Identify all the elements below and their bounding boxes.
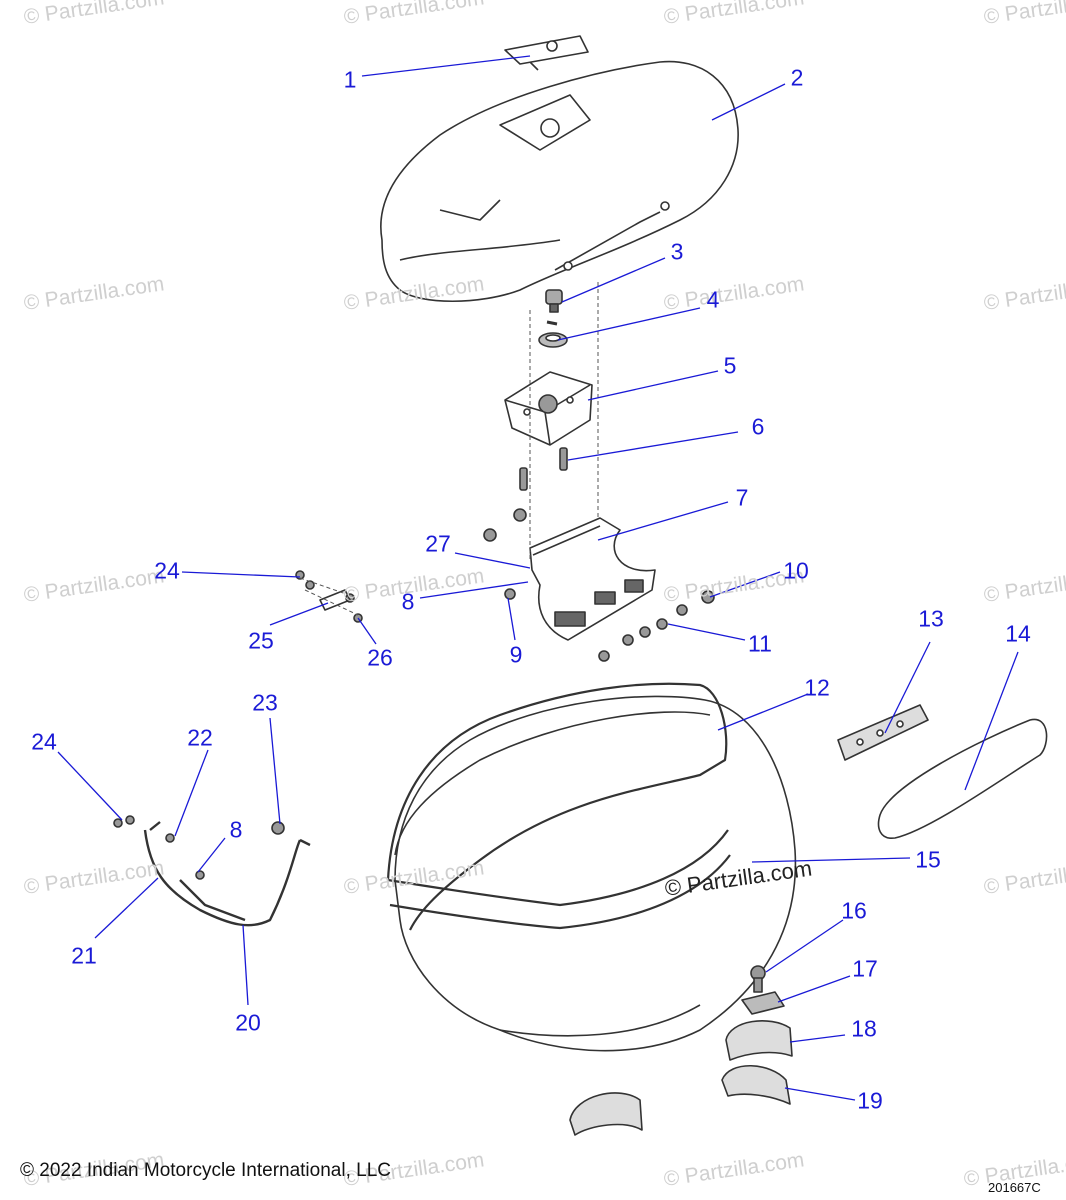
part-14-side-cover bbox=[877, 718, 1048, 839]
part-6-screw bbox=[519, 447, 568, 491]
callout-11: 11 bbox=[748, 630, 772, 657]
callout-23: 23 bbox=[252, 689, 278, 716]
callout-16: 16 bbox=[841, 897, 867, 924]
leader-lines bbox=[57, 55, 1019, 1101]
part-18-bumper bbox=[725, 1020, 793, 1061]
part-17-plate bbox=[741, 991, 785, 1015]
callout-20: 20 bbox=[235, 1009, 261, 1036]
trunk-rails bbox=[386, 682, 731, 931]
callout-22: 22 bbox=[187, 724, 213, 751]
callout-24: 24 bbox=[154, 557, 180, 584]
callout-8: 8 bbox=[401, 588, 415, 615]
part-5-latch-assembly bbox=[504, 371, 593, 446]
diagram-code: 201667C bbox=[988, 1180, 1041, 1195]
part-2-trunk-lid bbox=[380, 60, 739, 303]
callout-1: 1 bbox=[343, 66, 357, 93]
part-20-21-support-rail bbox=[143, 821, 311, 927]
part-1-cover-plate bbox=[504, 35, 589, 71]
callout-6: 6 bbox=[751, 413, 765, 440]
part-13-hinge-plate bbox=[837, 704, 929, 761]
callout-17: 17 bbox=[852, 955, 878, 982]
callout-2: 2 bbox=[790, 64, 804, 91]
callout-26: 26 bbox=[367, 644, 393, 671]
small-fasteners bbox=[483, 508, 715, 662]
callout-14: 14 bbox=[1005, 620, 1031, 647]
callout-27: 27 bbox=[425, 530, 451, 557]
copyright-text: © 2022 Indian Motorcycle International, … bbox=[20, 1160, 391, 1181]
part-3-lock-bolt bbox=[545, 289, 563, 313]
callout-4: 4 bbox=[706, 286, 720, 313]
callout-19: 19 bbox=[857, 1087, 883, 1114]
alignment-lines bbox=[299, 282, 599, 616]
part-7-mounting-bracket bbox=[529, 517, 656, 641]
callout-8b: 8 bbox=[229, 816, 243, 843]
callout-12: 12 bbox=[804, 674, 830, 701]
callout-25: 25 bbox=[248, 627, 274, 654]
callout-18: 18 bbox=[851, 1015, 877, 1042]
callout-10: 10 bbox=[783, 557, 809, 584]
callout-13: 13 bbox=[918, 605, 944, 632]
part-25-clip bbox=[319, 589, 351, 611]
callout-15: 15 bbox=[915, 846, 941, 873]
callout-5: 5 bbox=[723, 352, 737, 379]
part-4-washer bbox=[538, 320, 568, 348]
callout-7: 7 bbox=[735, 484, 749, 511]
callout-3: 3 bbox=[670, 238, 684, 265]
callout-21: 21 bbox=[71, 942, 97, 969]
callout-9: 9 bbox=[509, 641, 523, 668]
part-19-bumper bbox=[569, 1064, 791, 1136]
part-12-trunk-base bbox=[394, 695, 797, 1052]
callout-24b: 24 bbox=[31, 728, 57, 755]
part-16-bolt bbox=[750, 965, 766, 993]
